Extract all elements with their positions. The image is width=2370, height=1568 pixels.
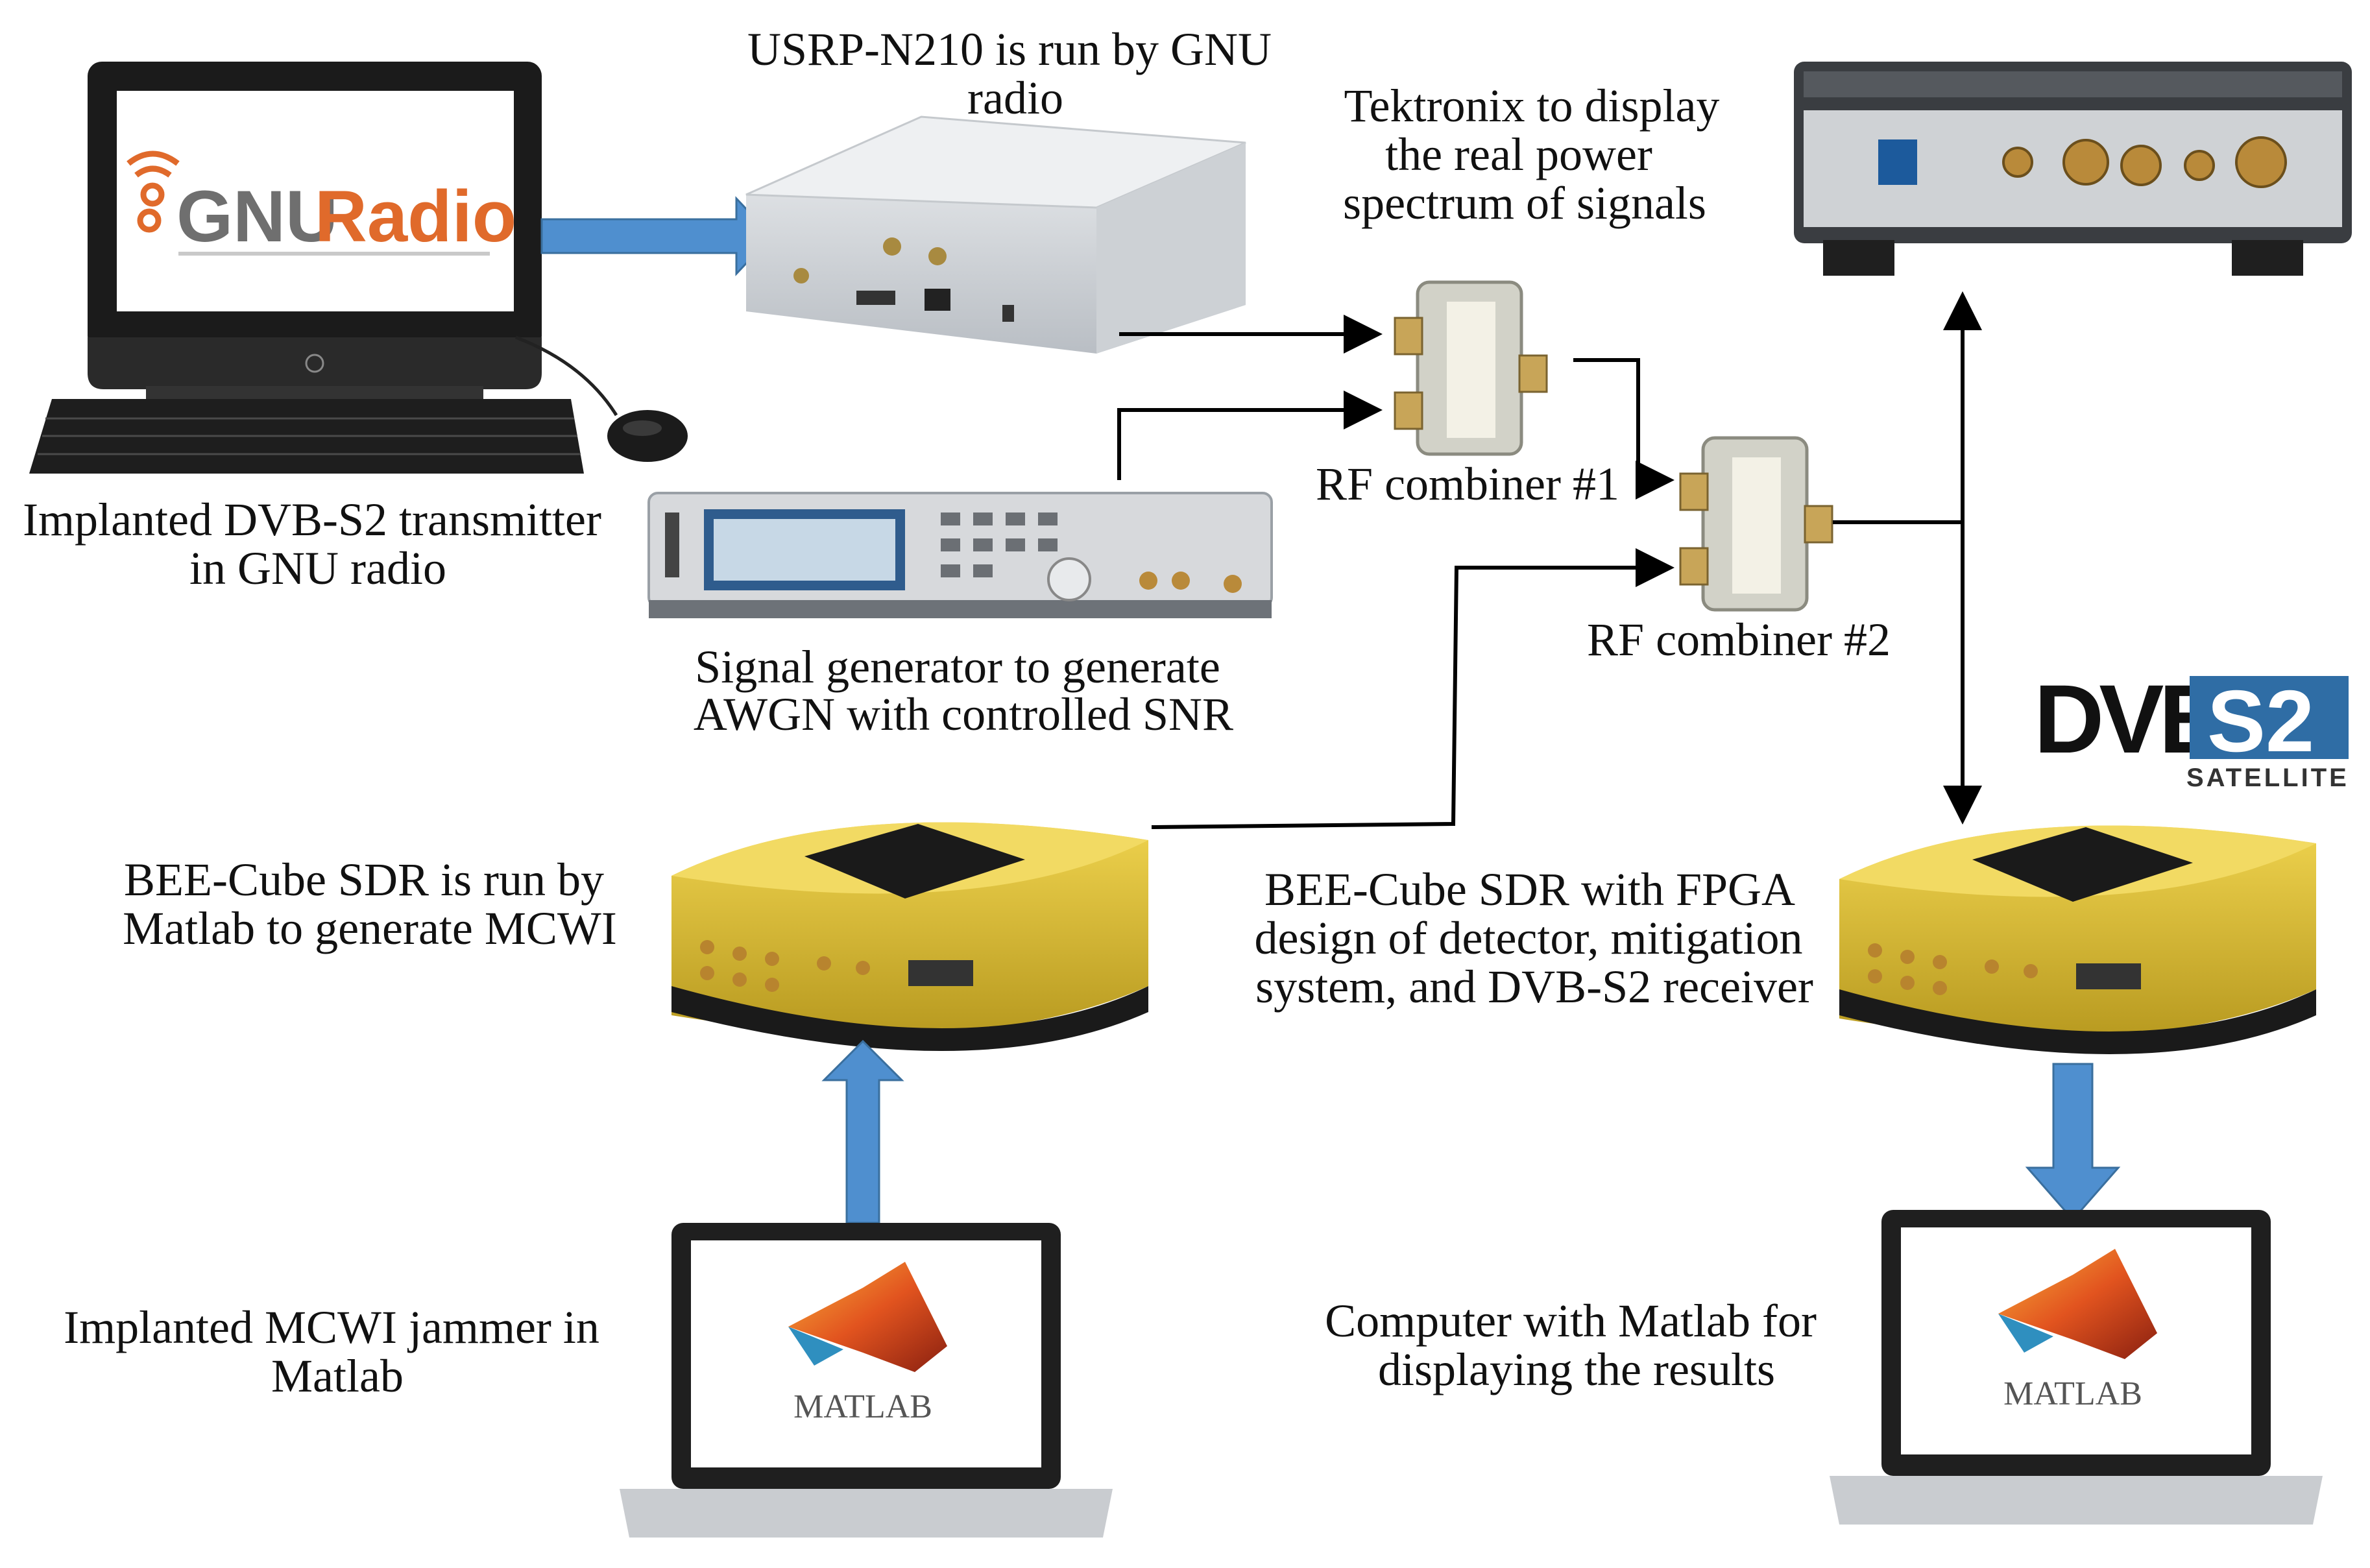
matlab-membrane-icon <box>1998 1249 2157 1359</box>
rf-combiner-1 <box>1394 280 1548 456</box>
dvb-logo-s2: S2 <box>2207 672 2314 770</box>
block-arrow-laptop-to-bee <box>821 1039 904 1224</box>
keyboard <box>29 399 584 474</box>
wire-bee-to-rf2 <box>1151 548 1675 829</box>
caption-bee-cube-right: BEE-Cube SDR with FPGA design of detecto… <box>1255 863 1815 1013</box>
signal-wires <box>1117 291 1982 829</box>
caption-rf-combiner-1: RF combiner #1 <box>1316 458 1619 510</box>
caption-gnu-pc: Implanted DVB-S2 transmitter in GNU radi… <box>23 494 613 594</box>
wire-rf1-to-rf2 <box>1573 358 1675 500</box>
dvb-s2-logo: DVB S2 SATELLITE <box>2034 664 2349 792</box>
caption-tektronix: Tektronix to display the real power spec… <box>1343 80 1731 229</box>
matlab-logo-text: MATLAB <box>793 1388 932 1425</box>
tektronix-analyzer <box>1794 62 2352 276</box>
gnuradio-wave-icon <box>127 151 180 233</box>
caption-usrp: USRP-N210 is run by GNU radio <box>747 23 1283 124</box>
gnuradio-logo-gnu: GNU <box>176 176 338 257</box>
matlab-laptop-right: MATLAB <box>1830 1210 2323 1525</box>
rf-combiner-2 <box>1679 436 1833 612</box>
bee-cube-left <box>671 822 1148 1051</box>
matlab-logo-text: MATLAB <box>2003 1375 2142 1412</box>
bee-cube-right <box>1839 825 2316 1054</box>
caption-matlab-right: Computer with Matlab for displaying the … <box>1325 1295 1828 1395</box>
caption-matlab-left: Implanted MCWI jammer in Matlab <box>64 1301 611 1402</box>
gnuradio-logo-radio: Radio <box>315 176 516 257</box>
matlab-laptop-left: MATLAB <box>620 1223 1113 1538</box>
mouse <box>607 410 688 462</box>
block-arrow-pc-to-usrp <box>540 196 774 276</box>
matlab-membrane-icon <box>788 1262 947 1372</box>
dvb-logo-satellite: SATELLITE <box>2186 764 2349 792</box>
usrp-n210 <box>745 115 1246 354</box>
signal-generator <box>647 492 1273 618</box>
gnu-radio-pc: GNU Radio <box>29 62 688 474</box>
caption-bee-cube-left: BEE-Cube SDR is run by Matlab to generat… <box>123 854 617 954</box>
gnuradio-logo: GNU Radio <box>127 151 516 257</box>
caption-rf-combiner-2: RF combiner #2 <box>1587 614 1891 666</box>
caption-signal-generator: Signal generator to generate AWGN with c… <box>694 641 1233 740</box>
block-arrow-bee-to-laptop <box>2025 1063 2121 1222</box>
wire-siggen-to-rf1 <box>1117 391 1383 480</box>
